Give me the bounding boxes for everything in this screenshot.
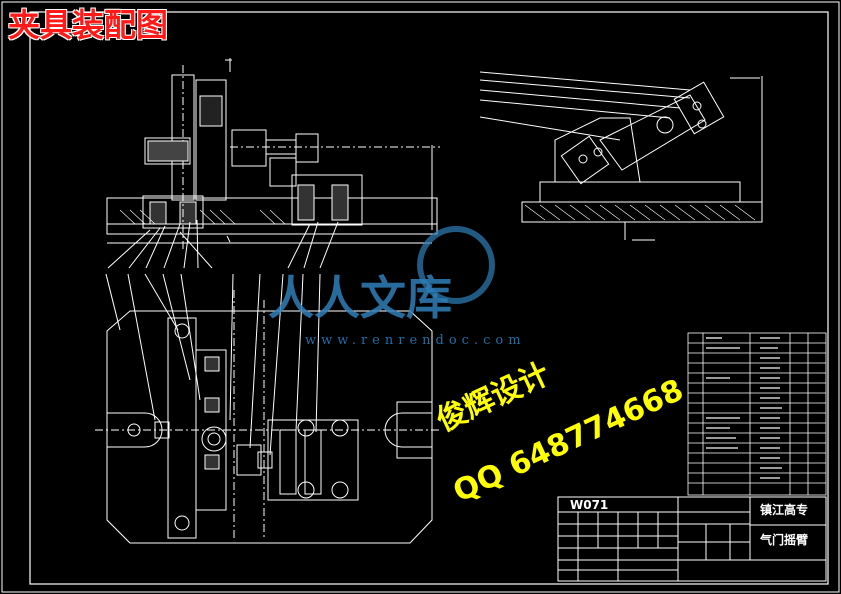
section-view-a-a [479,71,763,241]
watermark-site: www.renrendoc.com [305,333,526,348]
top-view [95,273,440,544]
front-view [106,58,440,269]
watermark-logo-ring [417,226,495,304]
watermark-brand: 人人文库 [268,271,452,325]
part-name: 气门摇臂 [760,533,809,547]
inner-frame [29,11,829,585]
title-block [557,496,827,582]
school-name: 镇江高专 [760,503,809,517]
drawing-number: W071 [570,498,609,512]
parts-list [687,332,827,496]
parts-list-entries [706,337,782,479]
drawing-title: 夹具装配图 [8,6,169,44]
